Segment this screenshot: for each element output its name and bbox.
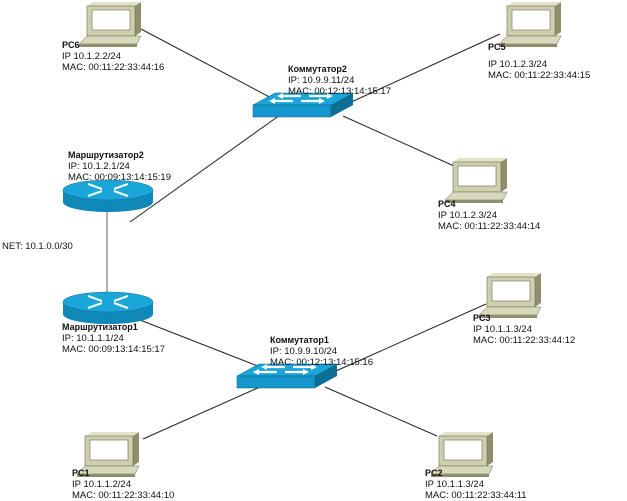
device-mac: MAC: 00:09:13:14:15:17 — [62, 344, 165, 355]
device-ip: IP 10.1.1.2/24 — [72, 479, 131, 490]
link-pc1-sw1 — [142, 386, 261, 440]
link-pc2-sw1 — [324, 386, 438, 437]
device-name: PC3 — [473, 313, 491, 323]
switch-icon — [236, 363, 338, 389]
device-mac: MAC: 00:11:22:33:44:11 — [425, 490, 527, 501]
pc-icon — [78, 2, 142, 47]
link-r2-sw2 — [129, 114, 281, 223]
device-name: PC1 — [72, 468, 90, 478]
pc-icon — [430, 432, 494, 477]
device-name: Маршрутизатор1 — [62, 322, 138, 332]
device-ip: IP 10.1.1.3/24 — [425, 479, 484, 490]
device-mac: MAC: 00:11:22:33:44:16 — [62, 62, 165, 73]
link-label-net: NET: 10.1.0.0/30 — [2, 241, 73, 252]
device-mac: MAC: 00:11:22:33:44:14 — [438, 221, 541, 232]
pc-icon — [76, 432, 140, 477]
link-r1-sw1 — [139, 319, 269, 371]
pc-icon — [498, 2, 562, 47]
switch-icon — [252, 92, 354, 118]
router-icon — [62, 179, 154, 212]
device-name: PC2 — [425, 468, 443, 478]
device-name: PC5 — [488, 42, 506, 52]
device-ip: IP 10.1.2.2/24 — [62, 51, 121, 62]
device-mac: MAC: 00:12:13:14:15:17 — [288, 86, 391, 97]
device-mac: MAC: 00:11:22:33:44:15 — [488, 70, 591, 81]
device-ip: IP 10.1.2.3/24 — [488, 59, 547, 70]
pc-icon — [444, 158, 508, 203]
device-mac: MAC: 00:12:13:14:15:16 — [270, 357, 373, 368]
device-name: PC6 — [62, 40, 80, 50]
device-ip: IP: 10.9.9.11/24 — [288, 75, 355, 86]
device-ip: IP: 10.1.2.1/24 — [68, 161, 130, 172]
device-name: PC4 — [438, 199, 456, 209]
device-ip: IP: 10.1.1.1/24 — [62, 333, 124, 344]
pc-icon — [478, 273, 542, 318]
device-mac: MAC: 00:11:22:33:44:12 — [473, 335, 576, 346]
router-icon — [62, 291, 154, 324]
link-pc5-sw2 — [346, 33, 501, 105]
link-pc4-sw2 — [342, 115, 455, 167]
device-ip: IP 10.1.2.3/24 — [438, 210, 497, 221]
device-ip: IP 10.1.1.3/24 — [473, 324, 532, 335]
device-name: Коммутатор1 — [270, 335, 329, 345]
link-pc3-sw1 — [326, 303, 487, 376]
device-name: Маршрутизатор2 — [68, 150, 144, 160]
device-ip: IP: 10.9.9.10/24 — [270, 346, 338, 357]
device-mac: MAC: 00:09:13:14:15:19 — [68, 172, 171, 183]
device-mac: MAC: 00:11:22:33:44:10 — [72, 490, 175, 501]
device-name: Коммутатор2 — [288, 64, 347, 74]
